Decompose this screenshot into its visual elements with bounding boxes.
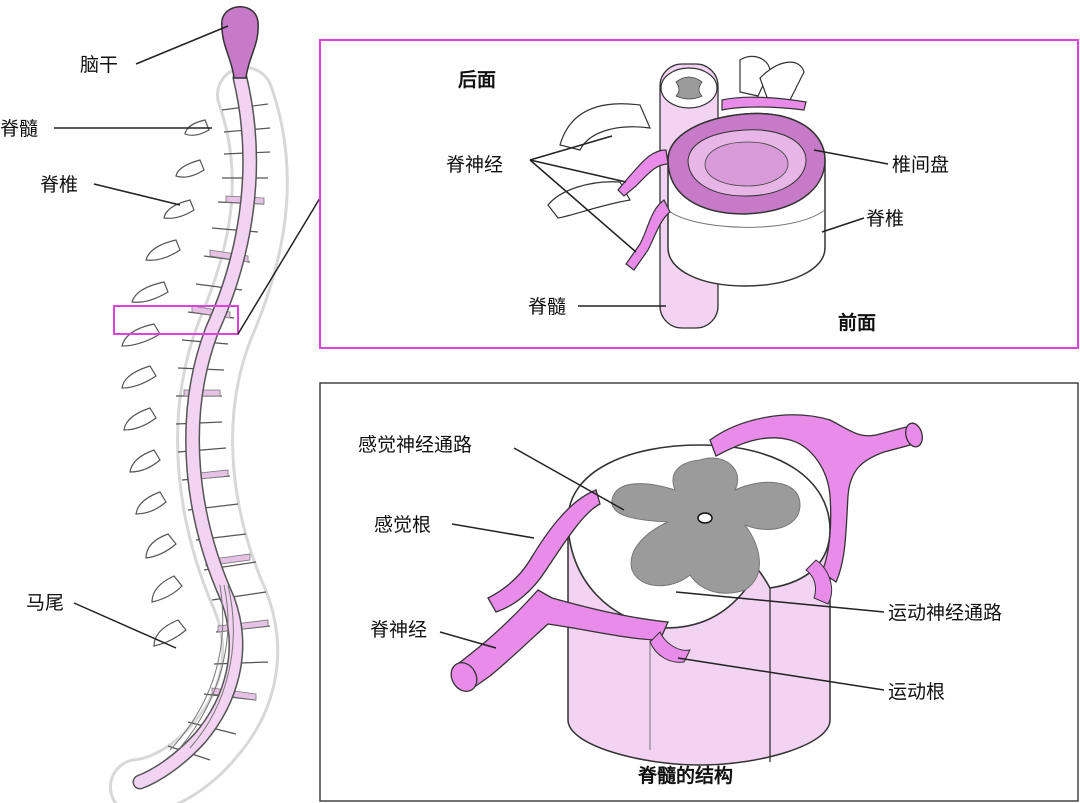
top-leader-lines [529,135,889,307]
brainstem-shape [221,6,259,79]
cord-cross-section-illustration [450,414,923,766]
spine-column-illustration [109,6,289,803]
label-cauda-equina: 马尾 [26,592,64,614]
cauda-equina-strands [169,584,234,751]
label-spinal-cord-left: 脊髓 [0,118,38,140]
label-motor-root: 运动根 [888,681,945,703]
vertebra-detail-illustration [547,55,826,329]
label-disc: 椎间盘 [892,154,949,176]
label-vertebra-top: 脊椎 [866,208,904,230]
caption-cord-structure: 脊髓的结构 [637,764,733,787]
label-anterior: 前面 [838,311,876,334]
label-spinal-cord-top: 脊髓 [528,296,566,318]
label-posterior: 后面 [458,69,496,91]
label-brainstem: 脑干 [80,54,118,76]
label-spinal-nerve-top: 脊神经 [446,154,503,176]
spinous-processes [121,119,210,647]
label-spinal-nerve-bottom: 脊神经 [370,619,427,641]
label-sensory-pathway: 感觉神经通路 [358,434,472,456]
label-vertebra-left: 脊椎 [40,174,78,196]
label-sensory-root: 感觉根 [374,514,431,536]
label-motor-pathway: 运动神经通路 [888,602,1002,624]
highlight-region-box [113,305,239,335]
bottom-leader-lines [439,447,885,691]
left-leader-lines [54,25,321,649]
